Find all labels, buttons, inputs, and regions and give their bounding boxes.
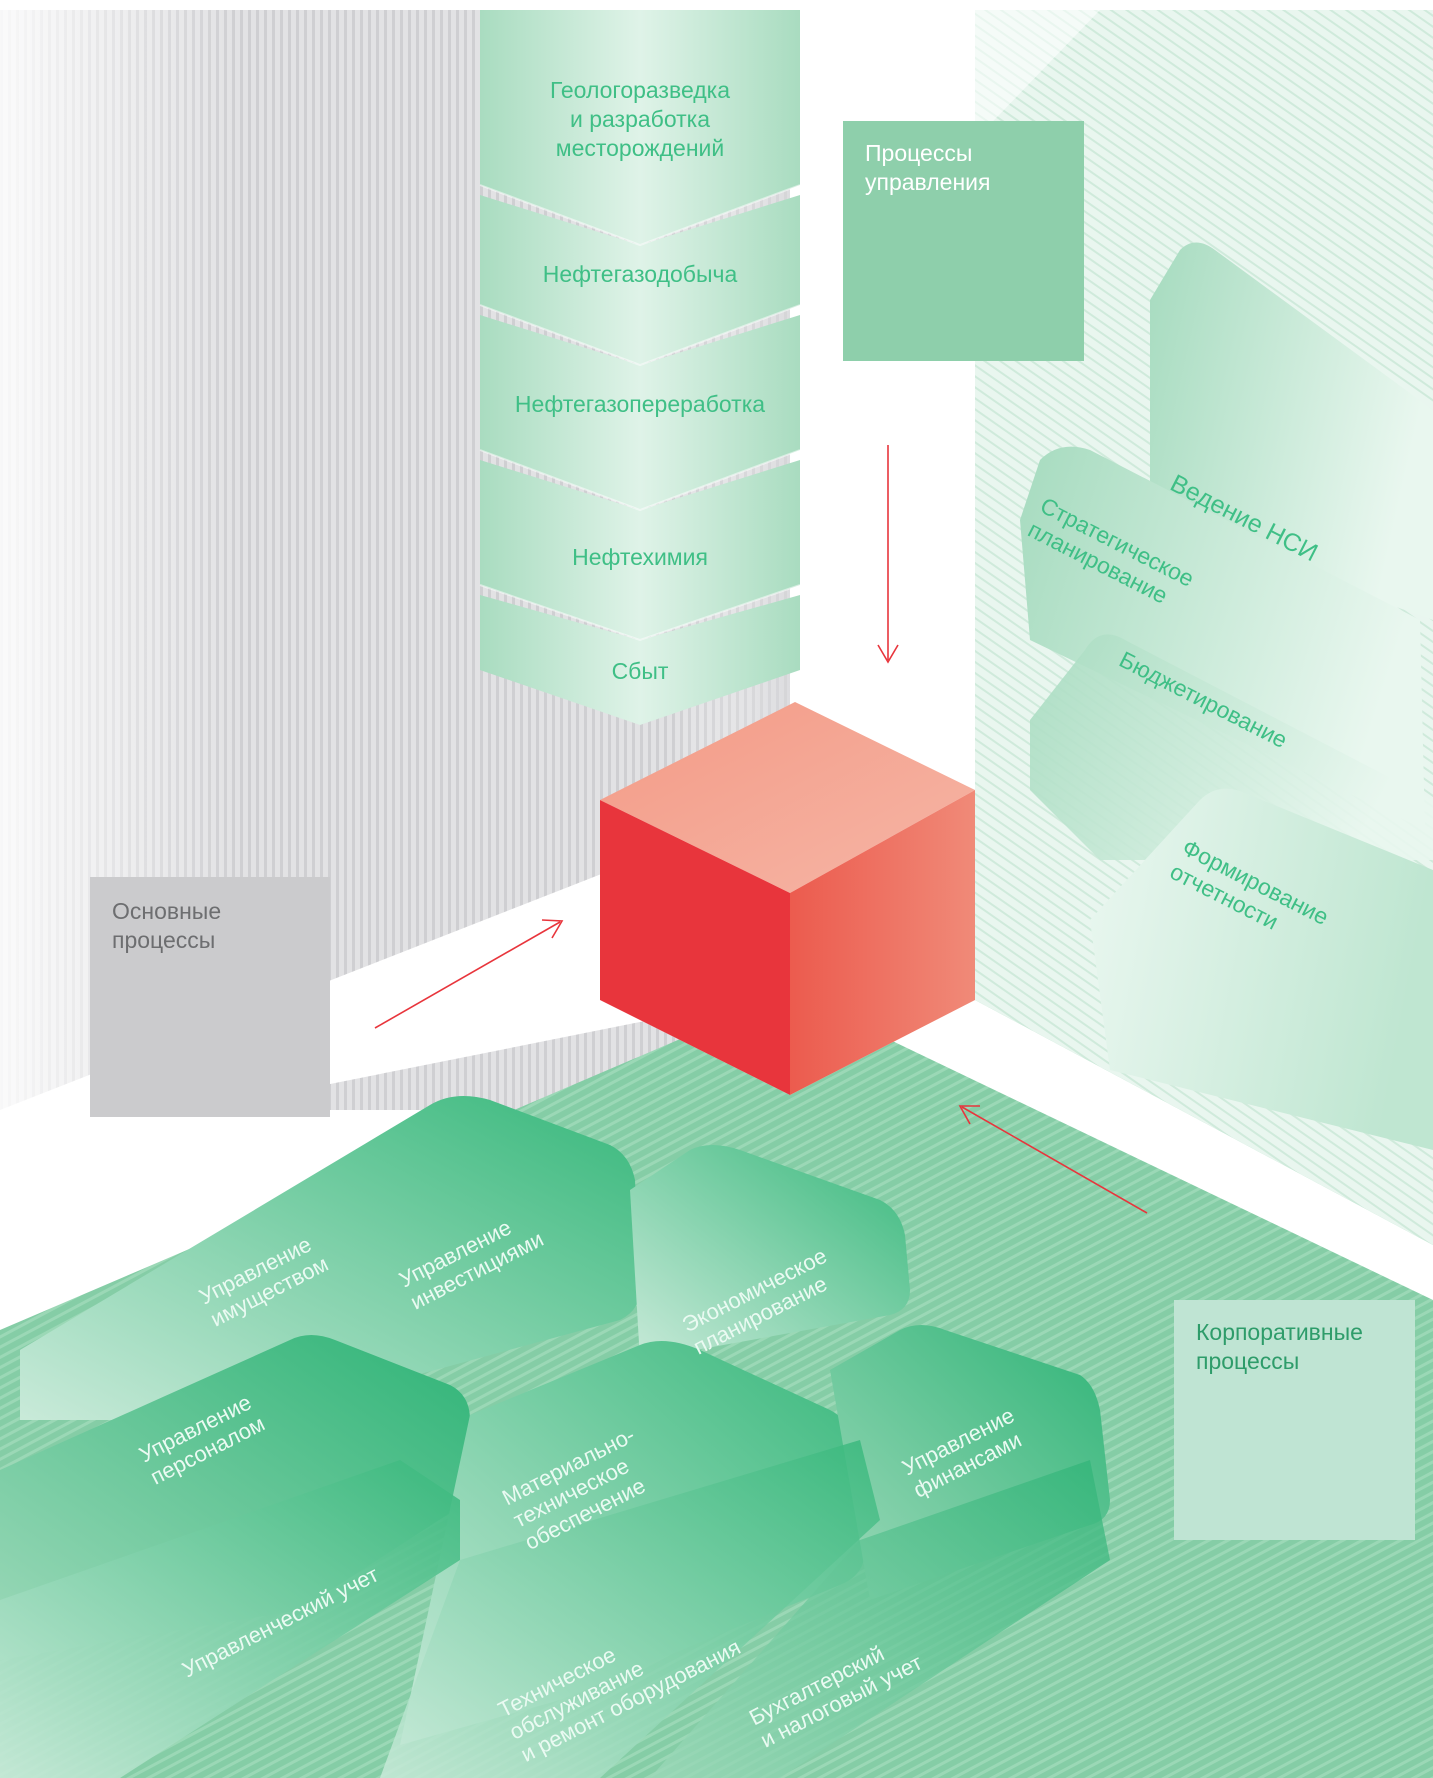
chain-production: Нефтегазодобыча — [542, 261, 738, 287]
chain-refining: Нефтегазопереработка — [514, 391, 766, 417]
arrow-down-icon — [877, 445, 899, 664]
corporate-processes-box: Корпоративные процессы — [1174, 1300, 1415, 1540]
corporate-processes-label: Корпоративные процессы — [1196, 1319, 1363, 1374]
chain-sales: Сбыт — [611, 658, 669, 684]
management-processes-box: Процессы управления — [843, 121, 1084, 361]
corporate-tiles — [0, 1096, 1110, 1778]
card-budget-shape — [1030, 634, 1433, 860]
cube-icon — [600, 702, 975, 1095]
card-strategic-shape — [1020, 446, 1425, 830]
core-processes-label: Основные процессы — [112, 898, 222, 953]
arrow-right-up-icon — [374, 919, 564, 1029]
management-cards — [1020, 242, 1433, 1150]
arrow-left-up-icon — [958, 1105, 1148, 1214]
card-reporting-shape — [1090, 788, 1433, 1150]
chain-petrochemistry: Нефтехимия — [572, 544, 708, 570]
management-processes-label: Процессы управления — [865, 140, 991, 195]
core-processes-box: Основные процессы — [90, 877, 330, 1117]
core-chain — [479, 10, 801, 725]
chain-exploration: Геологоразведка и разработка месторожден… — [549, 77, 731, 161]
